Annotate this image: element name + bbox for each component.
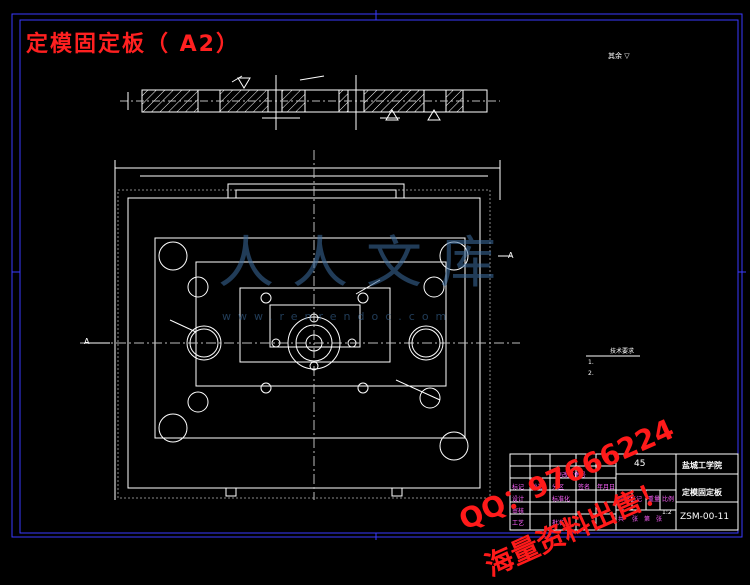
outer-frame — [11, 13, 743, 538]
material-cell: 45 — [634, 459, 646, 469]
plate-pocket — [154, 237, 466, 439]
guide-hole-bl — [158, 413, 188, 443]
field-label: 工艺 — [512, 520, 525, 527]
school-cell: 盐城工学院 — [682, 461, 722, 470]
field-label: 重量 — [648, 496, 661, 503]
cavity-outer — [195, 261, 447, 387]
roughness-mark — [237, 77, 251, 89]
notes-heading: 技术要求 — [610, 348, 635, 355]
field-label: 签名 — [578, 484, 591, 491]
drawing-number-cell: ZSM-00-11 — [680, 512, 730, 522]
guide-hole-br — [439, 431, 469, 461]
surface-finish-note: 其余 ▽ — [608, 51, 630, 61]
inner-frame — [19, 19, 739, 534]
bore-right — [408, 325, 444, 361]
field-label: 共 — [618, 516, 625, 523]
field-label: 审核 — [512, 508, 525, 515]
part-name-cell: 定模固定板 — [682, 488, 722, 497]
field-label: 批准 — [552, 520, 565, 527]
cad-drawing — [11, 10, 746, 540]
surface-finish-label: 其余 — [608, 52, 622, 60]
guide-hole-tr — [439, 241, 469, 271]
field-label: 第 — [644, 516, 651, 523]
roughness-icon: ▽ — [624, 52, 630, 60]
note-item: 2. — [588, 370, 594, 377]
field-label: 处数 — [532, 484, 545, 491]
drawing-sheet: 定模固定板（ A2） 人人文库 www.renrendoc.com 其余 ▽ A… — [11, 10, 746, 583]
bore-left — [186, 325, 222, 361]
section-label-left: A — [84, 337, 90, 346]
site-url-watermark: www.renrendoc.com — [222, 310, 454, 323]
plan-view — [80, 150, 520, 500]
field-label: 年月日 — [597, 484, 616, 491]
field-label: 张 — [632, 516, 639, 523]
field-label: 标准化 — [552, 496, 571, 503]
sprue-bore — [287, 316, 341, 370]
section-label-right: A — [508, 251, 514, 260]
field-label: 更改文件号 — [556, 472, 587, 479]
guide-hole-tl — [158, 241, 188, 271]
field-label: 设计 — [512, 496, 525, 503]
field-label: 张 — [656, 516, 663, 523]
title-block — [509, 453, 739, 531]
drawing-title: 定模固定板（ A2） — [26, 32, 240, 57]
scale-cell: 1:2 — [662, 509, 672, 516]
field-label: 分区 — [552, 484, 565, 491]
field-label: 标记 — [512, 484, 525, 491]
technical-requirements: 技术要求 1. 2. — [588, 346, 634, 379]
field-label: 阶段标记 — [618, 496, 643, 503]
field-label: 比例 — [662, 496, 675, 503]
section-view — [120, 75, 500, 130]
site-logo-watermark: 人人文库 — [218, 231, 514, 296]
note-item: 1. — [588, 359, 594, 366]
